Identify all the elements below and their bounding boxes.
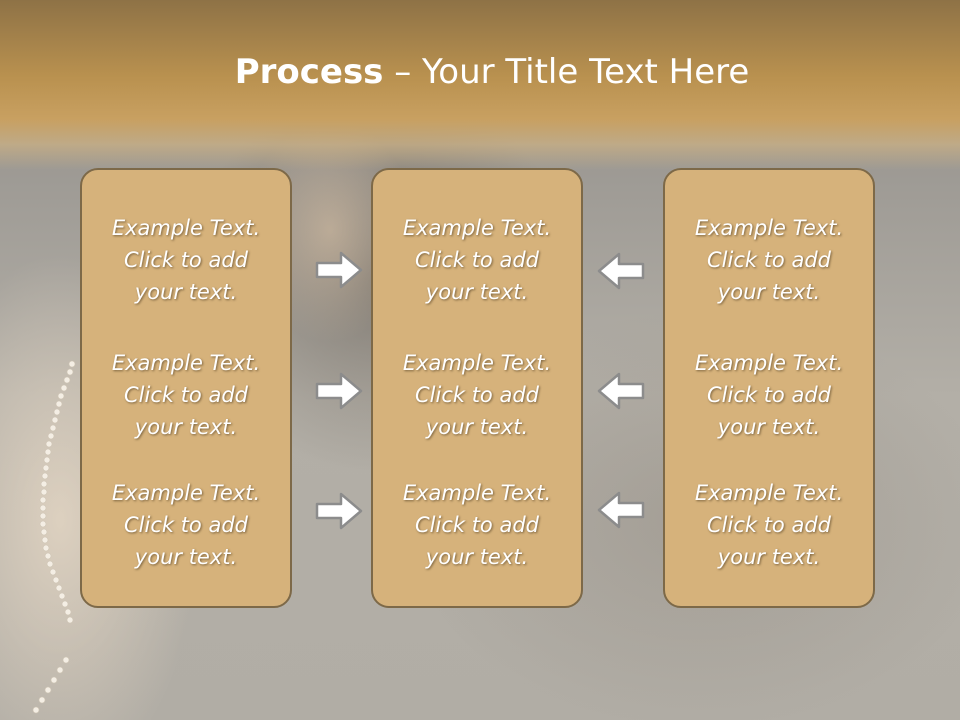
text-block[interactable]: Example Text. Click to add your text. xyxy=(373,347,581,443)
text-block[interactable]: Example Text. Click to add your text. xyxy=(373,477,581,573)
text-line: Click to add xyxy=(414,513,539,537)
text-line: Example Text. xyxy=(694,216,844,240)
text-line: your text. xyxy=(425,280,529,304)
text-block[interactable]: Example Text. Click to add your text. xyxy=(82,347,290,443)
title-bar xyxy=(0,0,960,170)
text-line: your text. xyxy=(717,280,821,304)
text-line: Click to add xyxy=(123,513,248,537)
text-line: Example Text. xyxy=(111,481,261,505)
text-block[interactable]: Example Text. Click to add your text. xyxy=(665,347,873,443)
process-panel-right[interactable]: Example Text. Click to add your text. Ex… xyxy=(663,168,875,608)
text-line: Example Text. xyxy=(402,351,552,375)
text-block[interactable]: Example Text. Click to add your text. xyxy=(665,477,873,573)
text-block[interactable]: Example Text. Click to add your text. xyxy=(82,212,290,308)
pearl-necklace-decoration xyxy=(32,360,76,714)
slide-title[interactable]: Process – Your Title Text Here xyxy=(0,52,960,92)
text-line: your text. xyxy=(134,545,238,569)
title-bold: Process xyxy=(234,52,384,92)
text-line: Example Text. xyxy=(694,351,844,375)
text-block[interactable]: Example Text. Click to add your text. xyxy=(82,477,290,573)
text-line: your text. xyxy=(425,415,529,439)
arrow-right-icon xyxy=(315,492,363,530)
text-line: your text. xyxy=(425,545,529,569)
text-block[interactable]: Example Text. Click to add your text. xyxy=(373,212,581,308)
arrow-left-icon xyxy=(597,252,645,290)
text-line: your text. xyxy=(134,280,238,304)
arrow-right-icon xyxy=(315,372,363,410)
text-line: Click to add xyxy=(414,248,539,272)
text-line: Click to add xyxy=(706,383,831,407)
arrow-right-icon xyxy=(315,251,363,289)
title-rest: – Your Title Text Here xyxy=(383,52,750,92)
arrow-left-icon xyxy=(597,491,645,529)
text-line: Click to add xyxy=(414,383,539,407)
process-panel-center[interactable]: Example Text. Click to add your text. Ex… xyxy=(371,168,583,608)
text-line: Click to add xyxy=(123,383,248,407)
text-line: your text. xyxy=(717,545,821,569)
text-line: Example Text. xyxy=(402,216,552,240)
text-line: Click to add xyxy=(123,248,248,272)
process-panel-left[interactable]: Example Text. Click to add your text. Ex… xyxy=(80,168,292,608)
text-line: your text. xyxy=(717,415,821,439)
text-line: Example Text. xyxy=(111,216,261,240)
text-line: Example Text. xyxy=(111,351,261,375)
text-line: Click to add xyxy=(706,513,831,537)
text-line: Example Text. xyxy=(694,481,844,505)
text-block[interactable]: Example Text. Click to add your text. xyxy=(665,212,873,308)
arrow-left-icon xyxy=(597,372,645,410)
text-line: your text. xyxy=(134,415,238,439)
text-line: Example Text. xyxy=(402,481,552,505)
text-line: Click to add xyxy=(706,248,831,272)
